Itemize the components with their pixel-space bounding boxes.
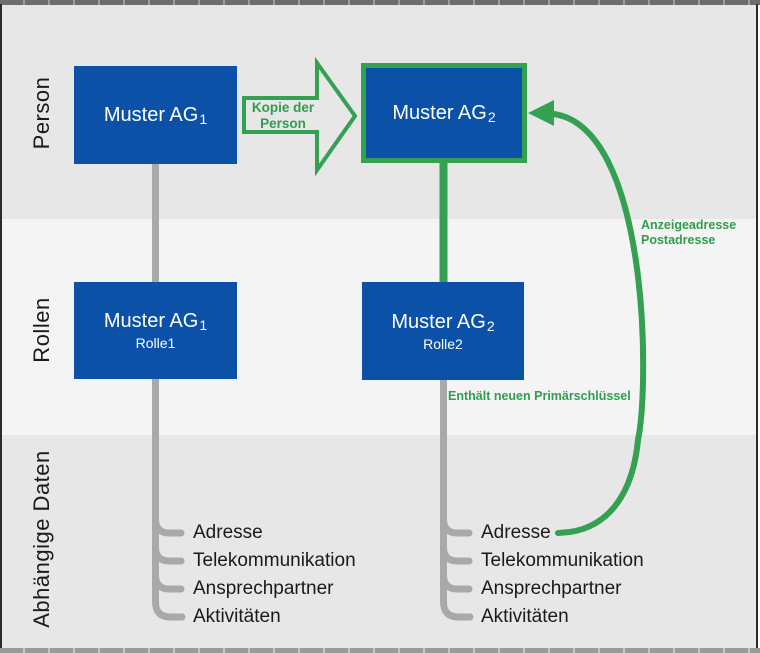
frame-top-bar bbox=[0, 0, 760, 5]
dependent-list-left: Adresse Telekommunikation Ansprechpartne… bbox=[193, 519, 356, 631]
box-person-muster-ag2: Muster AG2 bbox=[361, 63, 527, 163]
box-role-label: Rolle2 bbox=[423, 335, 463, 352]
copy-arrow-label: Kopie der Person bbox=[243, 100, 323, 132]
box-title: Muster AG2 bbox=[391, 310, 495, 334]
copy-arrow-label-line2: Person bbox=[260, 116, 306, 131]
list-item-telekommunikation: Telekommunikation bbox=[193, 550, 356, 571]
box-title: Muster AG2 bbox=[392, 101, 496, 125]
box-title: Muster AG1 bbox=[103, 103, 208, 127]
box-role-muster-ag1-rolle1: Muster AG1 Rolle1 bbox=[74, 282, 237, 379]
box-title: Muster AG1 bbox=[103, 310, 208, 333]
list-item-adresse: Adresse bbox=[193, 522, 263, 543]
address-reference-line2: Postadresse bbox=[641, 233, 716, 247]
box-role-label: Rolle1 bbox=[135, 335, 176, 351]
list-item-ansprechpartner: Ansprechpartner bbox=[481, 578, 622, 599]
box-role-muster-ag2-rolle2: Muster AG2 Rolle2 bbox=[362, 282, 524, 380]
tree-branch-left-telekommunikation bbox=[152, 543, 185, 565]
tree-trunk-left bbox=[152, 373, 186, 621]
box-title-subscript: 1 bbox=[199, 110, 208, 127]
tree-branch-left-ansprechpartner bbox=[152, 571, 185, 593]
box-title-subscript: 2 bbox=[487, 108, 496, 125]
tree-branch-right-ansprechpartner bbox=[440, 571, 473, 593]
tree-branch-right-adresse bbox=[440, 515, 473, 537]
list-item-aktivitaeten: Aktivitäten bbox=[481, 606, 569, 627]
box-title-subscript: 1 bbox=[199, 317, 208, 333]
frame-right-edge bbox=[756, 4, 758, 649]
tree-branch-right-telekommunikation bbox=[440, 543, 473, 565]
curved-arrow-left-icon bbox=[551, 111, 647, 536]
copy-arrow-label-line1: Kopie der bbox=[251, 100, 315, 115]
address-reference-label: Anzeigeadresse Postadresse bbox=[641, 218, 736, 248]
frame-bottom-bar bbox=[0, 648, 760, 653]
box-title-subscript: 2 bbox=[486, 317, 495, 334]
address-reference-line1: Anzeigeadresse bbox=[641, 218, 737, 232]
box-person-muster-ag1: Muster AG1 bbox=[74, 66, 237, 164]
list-item-aktivitaeten: Aktivitäten bbox=[193, 606, 281, 627]
dependent-list-right: Adresse Telekommunikation Ansprechpartne… bbox=[481, 519, 644, 631]
tree-branch-left-adresse bbox=[152, 515, 185, 537]
list-item-adresse: Adresse bbox=[481, 522, 551, 543]
frame-left-edge bbox=[0, 4, 2, 649]
block-arrow-right-icon bbox=[242, 56, 358, 177]
list-item-telekommunikation: Telekommunikation bbox=[481, 550, 644, 571]
list-item-ansprechpartner: Ansprechpartner bbox=[193, 578, 334, 599]
curved-arrow-head bbox=[528, 100, 554, 126]
tree-trunk-right bbox=[440, 373, 474, 621]
primary-key-note: Enthält neuen Primärschlüssel bbox=[448, 389, 631, 403]
